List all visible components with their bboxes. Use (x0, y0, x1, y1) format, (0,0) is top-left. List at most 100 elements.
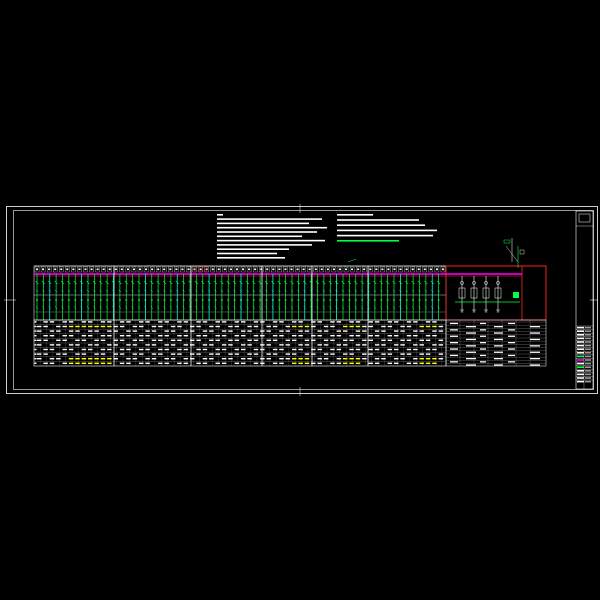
table-cell-text (183, 321, 189, 323)
table-cell-text (56, 344, 61, 346)
table-cell-text (336, 335, 342, 337)
table-cell-text (381, 339, 386, 341)
table-cell-text (75, 330, 80, 332)
table-cell-text (413, 321, 418, 323)
table-cell-text (100, 335, 106, 337)
panel-header-cell (313, 266, 318, 273)
table-cell-text (221, 348, 227, 351)
table-cell-text (107, 362, 112, 364)
table-cell-text (62, 321, 67, 323)
panel-header-cell (301, 266, 306, 273)
switch-symbol (74, 305, 77, 310)
panel-header-label (120, 268, 123, 271)
table-cell-text (304, 325, 310, 328)
ct-symbol (297, 298, 300, 302)
table-cell-text (49, 358, 55, 360)
table-cell-text (394, 344, 399, 346)
panel-header-label (84, 268, 87, 271)
table-row-label (34, 335, 37, 337)
table-cell-text (279, 344, 284, 346)
table-cell-text (88, 325, 93, 328)
table-cell-text (113, 344, 118, 346)
breaker-symbol (315, 280, 320, 285)
table-cell-text (49, 321, 55, 323)
ct-symbol (220, 298, 223, 302)
title-block-text (585, 326, 591, 329)
table-cell-text (202, 330, 208, 332)
title-block-text (585, 330, 591, 332)
panel-header-cell (410, 266, 415, 273)
switch-symbol (137, 305, 141, 310)
contactor-symbol (201, 289, 205, 293)
table-cell-text (394, 321, 399, 323)
breaker-symbol (309, 280, 313, 285)
table-cell-text (349, 335, 354, 337)
switch-symbol (309, 305, 313, 310)
breaker-symbol (162, 280, 167, 285)
panel-header-label (163, 268, 166, 271)
table-cell-text (438, 353, 444, 355)
panel-header-cell (368, 266, 373, 273)
table-cell-text (432, 321, 437, 323)
contactor-symbol (137, 289, 141, 293)
contactor-symbol (386, 289, 389, 293)
panel-header-cell (137, 266, 143, 273)
panel-header-cell (398, 266, 403, 273)
table-cell-text (285, 344, 291, 346)
breaker-symbol (284, 280, 288, 285)
detail-table-text (494, 351, 503, 353)
switchgear-schematic (33, 258, 522, 366)
table-cell-text (253, 353, 259, 355)
table-cell-text (68, 321, 74, 323)
ct-symbol (201, 298, 204, 302)
table-cell-text (43, 321, 48, 323)
notes-block (217, 214, 437, 259)
table-cell-text (298, 362, 303, 364)
title-block-text (577, 377, 584, 379)
contactor-symbol (411, 289, 415, 293)
switch-symbol (118, 305, 122, 310)
panel-header-label (429, 268, 432, 271)
panel-header-label (235, 268, 238, 271)
table-cell-text (438, 358, 444, 360)
table-cell-text (292, 339, 297, 341)
table-cell-text (56, 325, 61, 328)
panel-header-cell (131, 266, 137, 273)
detail-table-text (480, 329, 486, 331)
breaker-symbol (328, 280, 332, 285)
table-cell-text (355, 321, 361, 323)
table-cell-text (253, 348, 259, 351)
breaker-symbol (417, 280, 422, 285)
table-cell-text (170, 330, 176, 332)
breaker-symbol (322, 280, 326, 285)
panel-header-label (157, 268, 160, 271)
title-block-text (585, 373, 591, 376)
contactor-symbol (290, 289, 294, 293)
table-cell-text (88, 321, 93, 323)
table-cell-text (298, 358, 303, 360)
contactor-symbol (188, 289, 192, 293)
table-cell-text (145, 321, 150, 323)
contactor-symbol (169, 289, 173, 293)
table-cell-text (292, 358, 297, 360)
panel-header-label (193, 268, 196, 271)
table-cell-text (81, 321, 87, 323)
table-cell-text (362, 330, 367, 332)
detail-table-text (466, 326, 476, 328)
table-cell-text (387, 353, 393, 355)
panel-header-cell (186, 266, 191, 273)
table-cell-text (202, 344, 208, 346)
ct-symbol (373, 298, 376, 302)
table-cell-text (119, 353, 125, 355)
ct-symbol (278, 298, 281, 302)
table-cell-text (317, 348, 322, 351)
title-block-text (577, 348, 584, 350)
table-cell-text (234, 321, 240, 323)
table-cell-text (68, 330, 74, 332)
table-cell-text (37, 339, 42, 341)
table-cell-text (43, 353, 48, 355)
detail-table-text (508, 329, 515, 331)
table-cell-text (247, 339, 252, 341)
table-cell-text (292, 325, 297, 328)
